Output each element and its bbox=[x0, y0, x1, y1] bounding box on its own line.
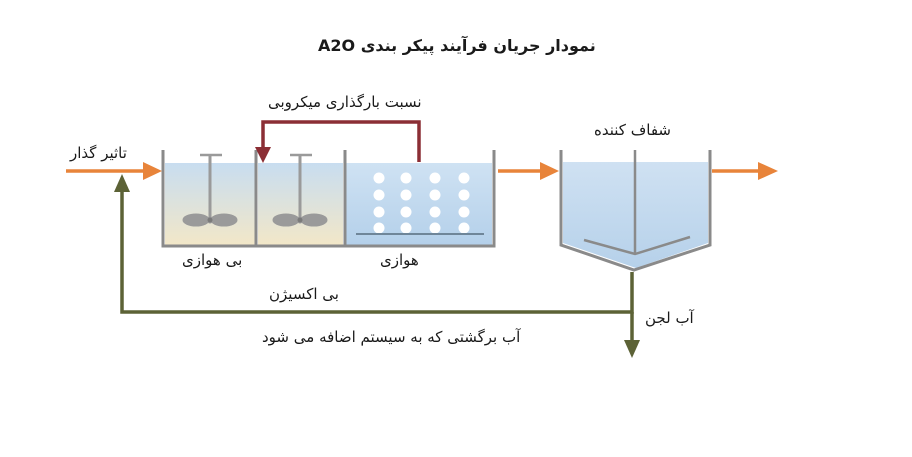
mixer-icon bbox=[182, 153, 238, 227]
label-internal-recycle: نسبت بارگذاری میکروبی bbox=[268, 93, 422, 111]
flow-arrow-icon bbox=[66, 162, 162, 180]
diagram-title: نمودار جریان فرآیند پیکر بندی A2O bbox=[318, 36, 596, 55]
internal-recycle-line bbox=[261, 120, 421, 162]
air-bubble-icon bbox=[373, 172, 470, 234]
flow-arrow-icon bbox=[712, 162, 778, 180]
label-sludge: آب لجن bbox=[645, 309, 694, 327]
return-sludge-line bbox=[120, 190, 634, 342]
label-anoxic: بی اکسیژن bbox=[269, 285, 339, 303]
label-aerobic: هوازی bbox=[380, 251, 419, 269]
clarifier-tank bbox=[559, 150, 712, 272]
recycle-arrow-head bbox=[255, 147, 271, 163]
aerobic-water bbox=[346, 163, 492, 245]
label-anaerobic: بی هوازی bbox=[182, 251, 243, 269]
sludge-arrow-head bbox=[624, 340, 640, 358]
reactor-tank bbox=[161, 150, 496, 248]
label-return-sludge: آب برگشتی که به سیستم اضافه می شود bbox=[262, 328, 521, 346]
flow-arrow-icon bbox=[498, 162, 559, 180]
label-clarifier: شفاف کننده bbox=[594, 121, 671, 139]
label-influent: تاثیر گذار bbox=[70, 144, 127, 162]
return-arrow-head bbox=[114, 174, 130, 192]
mixer-icon bbox=[272, 153, 328, 227]
